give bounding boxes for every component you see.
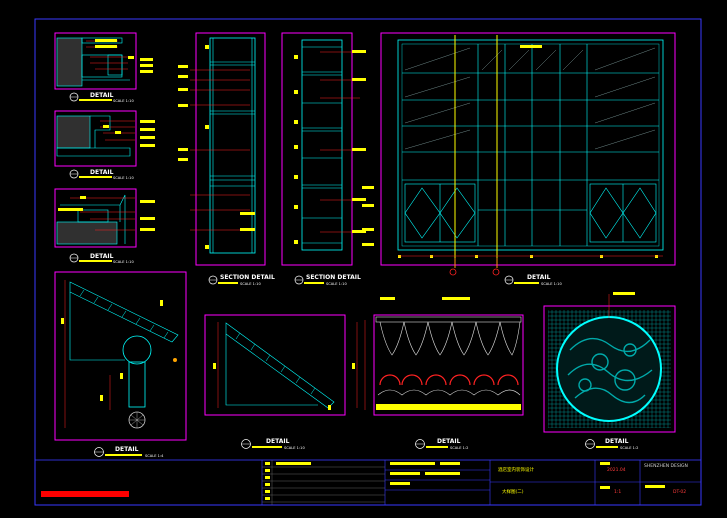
detail-label-10: DETAIL SCALE 1:2 <box>585 438 638 450</box>
detail-01-viewport <box>54 32 153 90</box>
detail-03-viewport <box>54 188 155 248</box>
detail-08-viewport <box>204 314 358 416</box>
detail-04-scale: SCALE 1:10 <box>240 282 261 286</box>
detail-08-title: DETAIL <box>266 438 290 445</box>
detail-10-scale: SCALE 1:2 <box>620 446 638 450</box>
logo-bar <box>41 491 129 497</box>
drawing-date: 2021.04 <box>607 467 626 473</box>
detail-05-scale: SCALE 1:10 <box>326 282 347 286</box>
detail-10-title: DETAIL <box>605 438 629 445</box>
detail-03-title: DETAIL <box>90 253 114 260</box>
detail-05-title: SECTION DETAIL <box>306 274 361 281</box>
scale-value: 1:1 <box>614 489 621 495</box>
detail-label-03: DETAIL SCALE 1:10 <box>69 253 134 264</box>
detail-10-viewport <box>543 292 676 433</box>
detail-02-viewport <box>54 110 155 167</box>
detail-07-viewport <box>54 271 187 441</box>
sheet-code: DT-02 <box>673 489 686 495</box>
detail-06-title: DETAIL <box>527 274 551 281</box>
detail-06-viewport <box>362 32 676 276</box>
detail-label-09: DETAIL SCALE 1:2 <box>415 438 468 450</box>
detail-02-title: DETAIL <box>90 169 114 176</box>
title-block: 酒店室内装饰设计 大样图(二) 2021.04 1:1 DT-02 SHENZH… <box>34 459 702 506</box>
detail-09-scale: SCALE 1:2 <box>450 446 468 450</box>
drawing-name: 大样图(二) <box>502 488 524 495</box>
detail-label-04: SECTION DETAIL SCALE 1:10 <box>208 274 275 286</box>
detail-label-08: DETAIL SCALE 1:10 <box>241 438 305 450</box>
detail-04-title: SECTION DETAIL <box>220 274 275 281</box>
detail-09-viewport <box>364 297 524 416</box>
project-name: 酒店室内装饰设计 <box>498 466 534 473</box>
detail-label-07: DETAIL SCALE 1:4 <box>94 446 164 458</box>
detail-06-scale: SCALE 1:10 <box>541 282 562 286</box>
detail-05-viewport <box>281 32 366 266</box>
detail-02-scale: SCALE 1:10 <box>113 176 134 180</box>
detail-01-title: DETAIL <box>90 92 114 99</box>
detail-08-scale: SCALE 1:10 <box>284 446 305 450</box>
detail-label-02: DETAIL SCALE 1:10 <box>69 169 134 180</box>
detail-label-06: DETAIL SCALE 1:10 <box>504 274 562 286</box>
detail-07-title: DETAIL <box>115 446 139 453</box>
detail-04-viewport <box>178 32 266 266</box>
detail-label-05: SECTION DETAIL SCALE 1:10 <box>294 274 361 286</box>
detail-03-scale: SCALE 1:10 <box>113 260 134 264</box>
detail-label-01: DETAIL SCALE 1:10 <box>69 92 134 103</box>
detail-01-scale: SCALE 1:10 <box>113 99 134 103</box>
company-name: SHENZHEN DESIGN <box>644 463 688 469</box>
detail-07-scale: SCALE 1:4 <box>145 454 164 458</box>
detail-09-title: DETAIL <box>437 438 461 445</box>
